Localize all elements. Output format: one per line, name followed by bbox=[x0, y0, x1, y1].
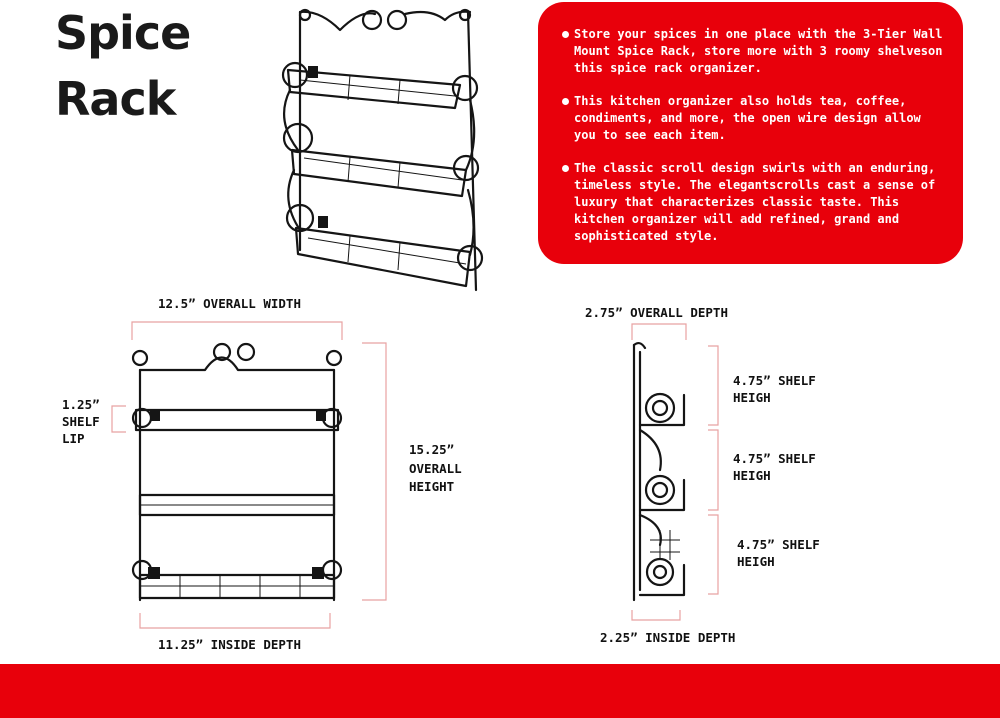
feature-bullet-2: This kitchen organizer also holds tea, c… bbox=[562, 93, 949, 144]
shelf-lip-word-2: LIP bbox=[62, 431, 85, 446]
footer-band bbox=[0, 664, 1000, 718]
product-title-line-1: Spice bbox=[55, 6, 191, 60]
overall-depth-label: 2.75” OVERALL DEPTH bbox=[585, 305, 728, 320]
shelf-height-1-word: HEIGH bbox=[733, 390, 771, 405]
shelf-height-3-value: 4.75” SHELF bbox=[737, 537, 820, 552]
overall-height-word: OVERALL bbox=[409, 461, 462, 476]
product-title-line-2: Rack bbox=[55, 72, 176, 126]
feature-bullet-3: The classic scroll design swirls with an… bbox=[562, 160, 949, 245]
overall-height-value: 15.25” bbox=[409, 442, 455, 457]
shelf-height-2-value: 4.75” SHELF bbox=[733, 451, 816, 466]
feature-bullet-1: Store your spices in one place with the … bbox=[562, 26, 949, 77]
shelf-lip-value: 1.25” bbox=[62, 397, 100, 412]
shelf-lip-word: SHELF bbox=[62, 414, 100, 429]
shelf-height-3-word: HEIGH bbox=[737, 554, 775, 569]
shelf-height-1-value: 4.75” SHELF bbox=[733, 373, 816, 388]
front-inside-depth-label: 11.25” INSIDE DEPTH bbox=[158, 637, 301, 652]
features-panel: Store your spices in one place with the … bbox=[538, 2, 963, 264]
shelf-height-2-word: HEIGH bbox=[733, 468, 771, 483]
side-inside-depth-label: 2.25” INSIDE DEPTH bbox=[600, 630, 736, 645]
overall-height-word-2: HEIGHT bbox=[409, 479, 455, 494]
overall-width-label: 12.5” OVERALL WIDTH bbox=[158, 296, 301, 311]
